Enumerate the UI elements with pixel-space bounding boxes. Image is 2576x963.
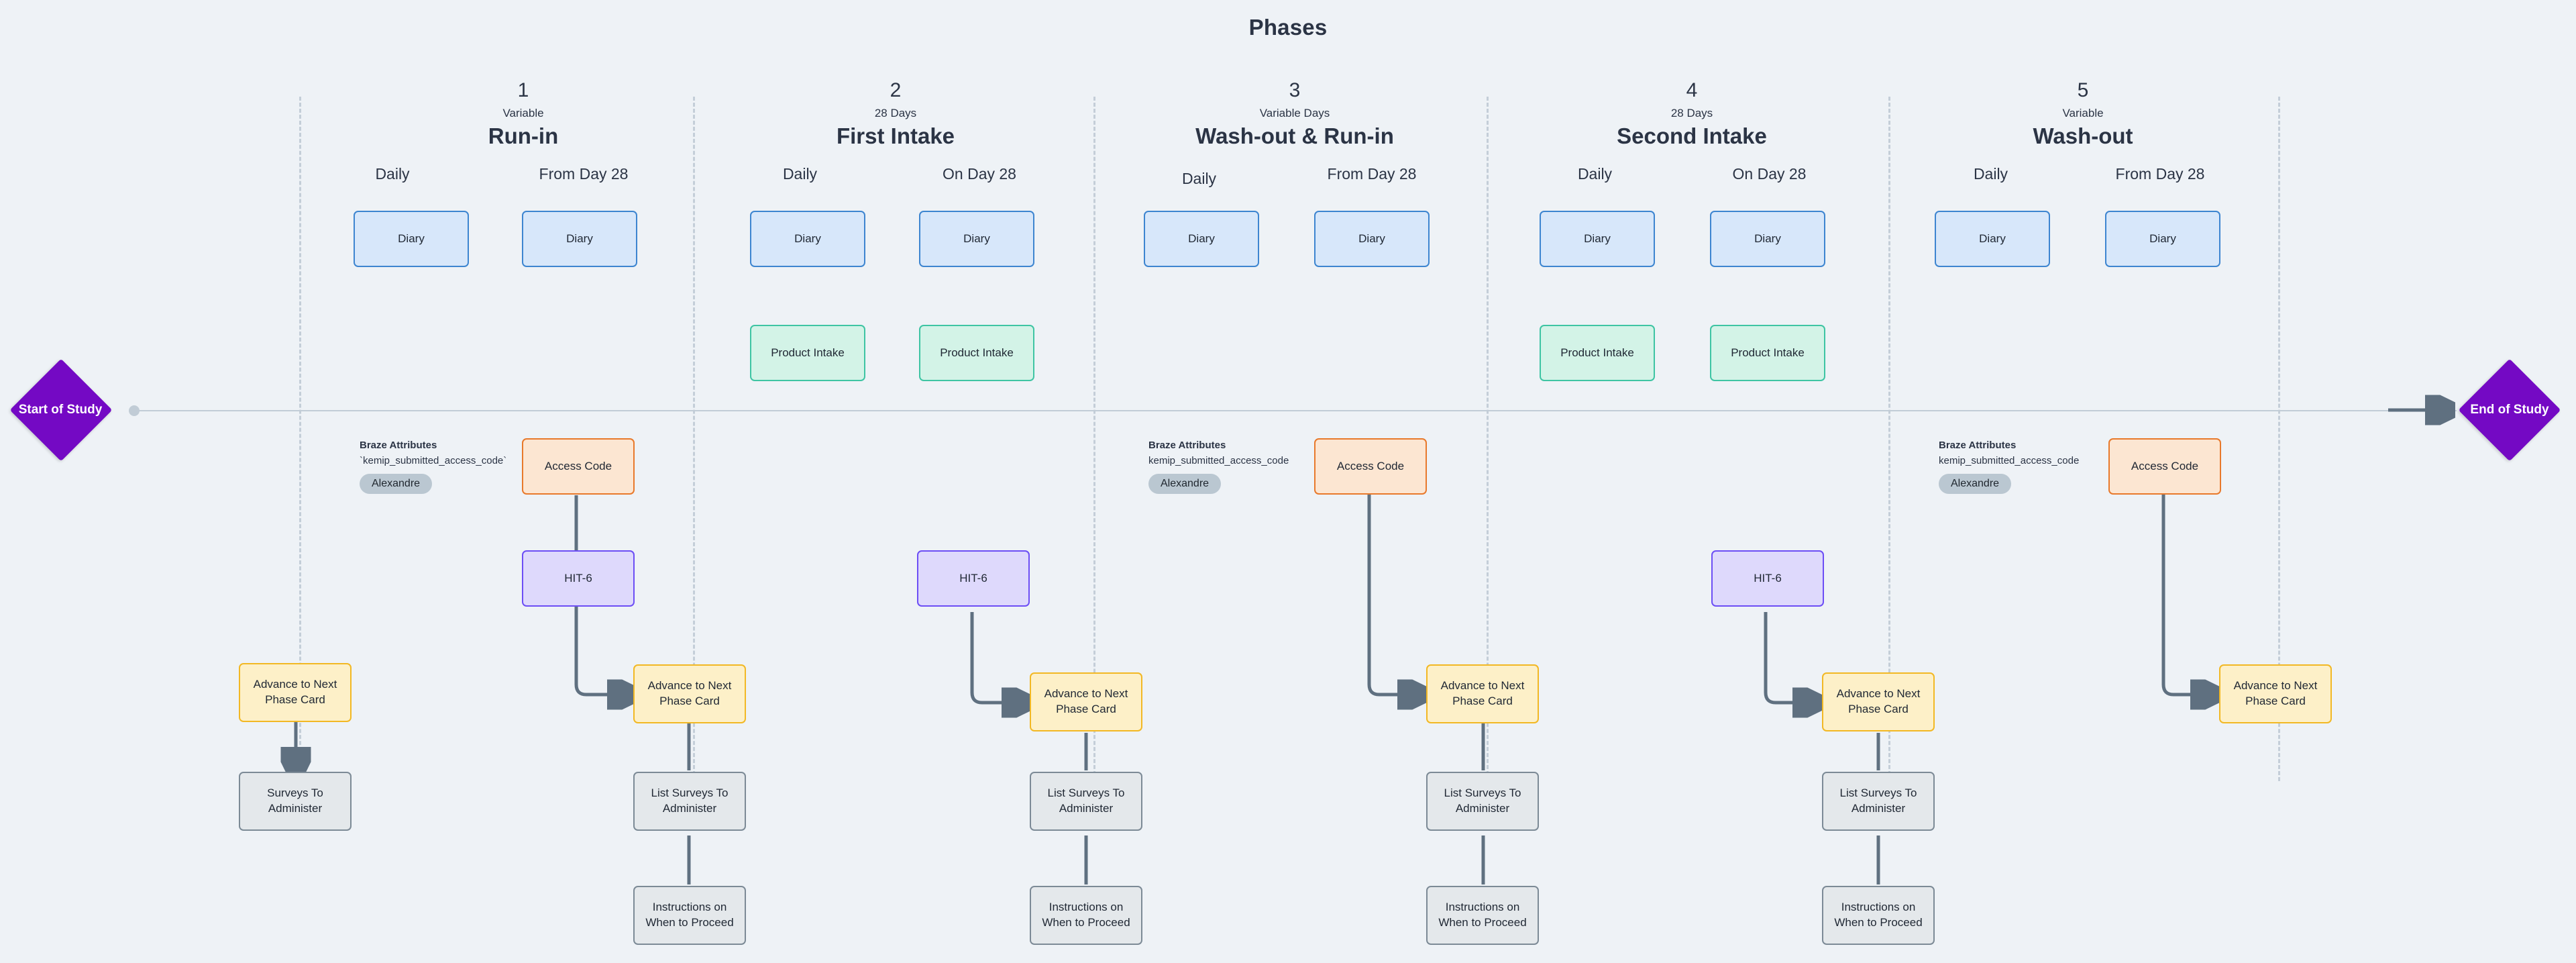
column-label-p5-c1: Daily xyxy=(1973,165,2008,183)
connector-p5-access-to-advance xyxy=(2161,495,2214,695)
phase-header-4: 4 28 Days Second Intake xyxy=(1517,81,1866,148)
braze-attributes-p1: Braze Attributes `kemip_submitted_access… xyxy=(360,440,561,494)
card-list-surveys-p3[interactable]: List Surveys To Administer xyxy=(1426,772,1539,831)
phase-duration: Variable Days xyxy=(1259,107,1330,119)
start-of-study-label: Start of Study xyxy=(18,403,103,417)
card-diary-p5-c2[interactable]: Diary xyxy=(2105,211,2220,267)
column-label-p1-c2: From Day 28 xyxy=(539,165,629,183)
phase-number: 1 xyxy=(517,79,529,101)
phase-name: Wash-out & Run-in xyxy=(1195,123,1394,148)
connector-p3-access-to-advance xyxy=(1367,495,1421,695)
card-hit6-p2[interactable]: HIT-6 xyxy=(917,550,1030,607)
column-label-p5-c2: From Day 28 xyxy=(2115,165,2205,183)
phase-name: Second Intake xyxy=(1617,123,1767,148)
braze-attributes-title: Braze Attributes xyxy=(1939,440,2017,451)
braze-attributes-pill[interactable]: Alexandre xyxy=(1148,474,1222,494)
card-instructions-p3[interactable]: Instructions on When to Proceed xyxy=(1426,886,1539,945)
phase-number: 2 xyxy=(890,79,902,101)
braze-attributes-p5: Braze Attributes kemip_submitted_access_… xyxy=(1939,440,2140,494)
card-hit6-p4[interactable]: HIT-6 xyxy=(1711,550,1824,607)
card-list-surveys-p2[interactable]: List Surveys To Administer xyxy=(1030,772,1142,831)
phase-duration: 28 Days xyxy=(1670,107,1713,119)
card-instructions-p1[interactable]: Instructions on When to Proceed xyxy=(633,886,746,945)
card-diary-p2-c2[interactable]: Diary xyxy=(919,211,1034,267)
card-diary-p5-c1[interactable]: Diary xyxy=(1935,211,2050,267)
card-advance-p3[interactable]: Advance to Next Phase Card xyxy=(1426,664,1539,723)
phase-header-3: 3 Variable Days Wash-out & Run-in xyxy=(1120,81,1469,148)
phase-duration: Variable xyxy=(2062,107,2104,119)
phase-name: Wash-out xyxy=(2033,123,2133,148)
card-advance-p1-right[interactable]: Advance to Next Phase Card xyxy=(633,664,746,723)
phase-duration: Variable xyxy=(502,107,544,119)
end-of-study-label: End of Study xyxy=(2470,403,2549,417)
phase-divider-5 xyxy=(2278,97,2280,781)
card-advance-p5[interactable]: Advance to Next Phase Card xyxy=(2219,664,2332,723)
card-surveys-to-administer-p1[interactable]: Surveys To Administer xyxy=(239,772,352,831)
card-advance-p4[interactable]: Advance to Next Phase Card xyxy=(1822,672,1935,731)
column-label-p2-c1: Daily xyxy=(782,165,818,183)
card-list-surveys-p4[interactable]: List Surveys To Administer xyxy=(1822,772,1935,831)
braze-attributes-key: `kemip_submitted_access_code` xyxy=(360,454,507,466)
phase-divider-1 xyxy=(693,97,695,781)
column-label-p4-c1: Daily xyxy=(1577,165,1613,183)
phase-header-2: 2 28 Days First Intake xyxy=(728,81,1063,148)
phase-divider-2 xyxy=(1093,97,1095,781)
braze-attributes-pill[interactable]: Alexandre xyxy=(360,474,433,494)
braze-attributes-pill[interactable]: Alexandre xyxy=(1939,474,2012,494)
phase-divider-4 xyxy=(1888,97,1890,781)
study-timeline-start-dot xyxy=(129,405,140,416)
card-list-surveys-p1[interactable]: List Surveys To Administer xyxy=(633,772,746,831)
card-diary-p1-c1[interactable]: Diary xyxy=(354,211,469,267)
column-label-p2-c2: On Day 28 xyxy=(943,165,1016,183)
card-diary-p1-c2[interactable]: Diary xyxy=(522,211,637,267)
braze-attributes-title: Braze Attributes xyxy=(360,440,437,451)
card-diary-p4-c1[interactable]: Diary xyxy=(1540,211,1655,267)
card-diary-p2-c1[interactable]: Diary xyxy=(750,211,865,267)
phase-divider-3 xyxy=(1487,97,1489,781)
card-advance-p2[interactable]: Advance to Next Phase Card xyxy=(1030,672,1142,731)
column-label-p1-c1: Daily xyxy=(375,165,410,183)
connector-p2-hit6-to-advance xyxy=(970,612,1025,703)
braze-attributes-key: kemip_submitted_access_code xyxy=(1939,454,2080,466)
phase-name: First Intake xyxy=(836,123,955,148)
phase-name: Run-in xyxy=(488,123,559,148)
card-diary-p3-c1[interactable]: Diary xyxy=(1144,211,1259,267)
card-product-intake-p4-c2[interactable]: Product Intake xyxy=(1710,325,1825,381)
column-label-p4-c2: On Day 28 xyxy=(1732,165,1807,183)
card-instructions-p2[interactable]: Instructions on When to Proceed xyxy=(1030,886,1142,945)
phase-number: 3 xyxy=(1289,79,1301,101)
page-title: Phases xyxy=(1248,15,1328,40)
card-hit6-p1[interactable]: HIT-6 xyxy=(522,550,635,607)
column-label-p3-c2: From Day 28 xyxy=(1327,165,1417,183)
phase-duration: 28 Days xyxy=(874,107,917,119)
card-product-intake-p4-c1[interactable]: Product Intake xyxy=(1540,325,1655,381)
study-timeline-line xyxy=(132,410,2457,411)
card-access-code-p3[interactable]: Access Code xyxy=(1314,438,1427,495)
card-advance-p1-left[interactable]: Advance to Next Phase Card xyxy=(239,663,352,722)
braze-attributes-p3: Braze Attributes kemip_submitted_access_… xyxy=(1148,440,1350,494)
phase-header-5: 5 Variable Wash-out xyxy=(1909,81,2257,148)
connector-p4-hit6-to-advance xyxy=(1764,612,1816,703)
card-product-intake-p2-c1[interactable]: Product Intake xyxy=(750,325,865,381)
phase-header-1: 1 Variable Run-in xyxy=(362,81,684,148)
card-diary-p3-c2[interactable]: Diary xyxy=(1314,211,1430,267)
card-access-code-p1[interactable]: Access Code xyxy=(522,438,635,495)
braze-attributes-title: Braze Attributes xyxy=(1148,440,1226,451)
phase-number: 4 xyxy=(1686,79,1698,101)
card-diary-p4-c2[interactable]: Diary xyxy=(1710,211,1825,267)
card-access-code-p5[interactable]: Access Code xyxy=(2108,438,2221,495)
braze-attributes-key: kemip_submitted_access_code xyxy=(1148,454,1289,466)
card-instructions-p4[interactable]: Instructions on When to Proceed xyxy=(1822,886,1935,945)
phase-number: 5 xyxy=(2077,79,2089,101)
phase-divider-0 xyxy=(299,97,301,781)
column-label-p3-c1: Daily xyxy=(1181,170,1217,187)
card-product-intake-p2-c2[interactable]: Product Intake xyxy=(919,325,1034,381)
